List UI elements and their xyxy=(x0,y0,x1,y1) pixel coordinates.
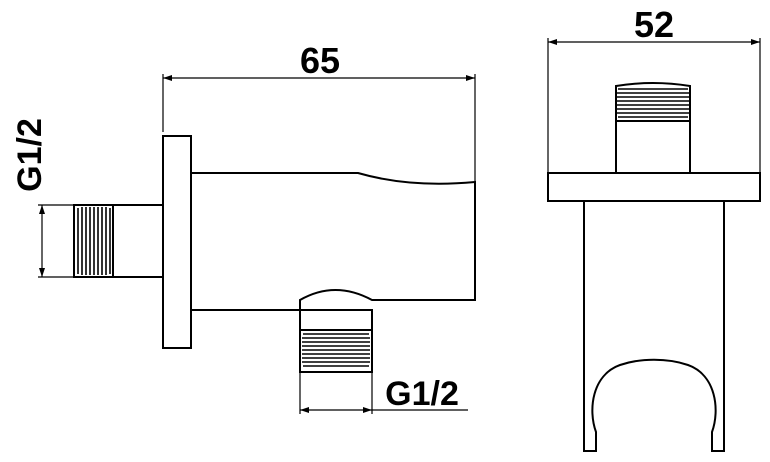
elbow-body xyxy=(191,172,476,311)
front-flange xyxy=(547,172,761,202)
front-view: 52 xyxy=(547,4,761,452)
inlet-thread-dimension: G1/2 xyxy=(11,118,80,278)
width-dimension: 52 xyxy=(547,4,761,172)
holder-cradle xyxy=(583,201,725,452)
wall-flange xyxy=(162,135,192,349)
outlet-thread xyxy=(299,309,373,373)
side-view: 65 xyxy=(11,40,476,414)
width-dimension-label: 52 xyxy=(634,4,674,45)
length-dimension-label: 65 xyxy=(300,40,340,81)
outlet-thread-dimension: G1/2 xyxy=(299,372,468,414)
front-thread xyxy=(615,82,691,174)
length-dimension: 65 xyxy=(162,40,476,182)
inlet-thread-label: G1/2 xyxy=(11,118,49,192)
inlet-thread xyxy=(73,204,164,278)
outlet-thread-label: G1/2 xyxy=(385,375,459,413)
